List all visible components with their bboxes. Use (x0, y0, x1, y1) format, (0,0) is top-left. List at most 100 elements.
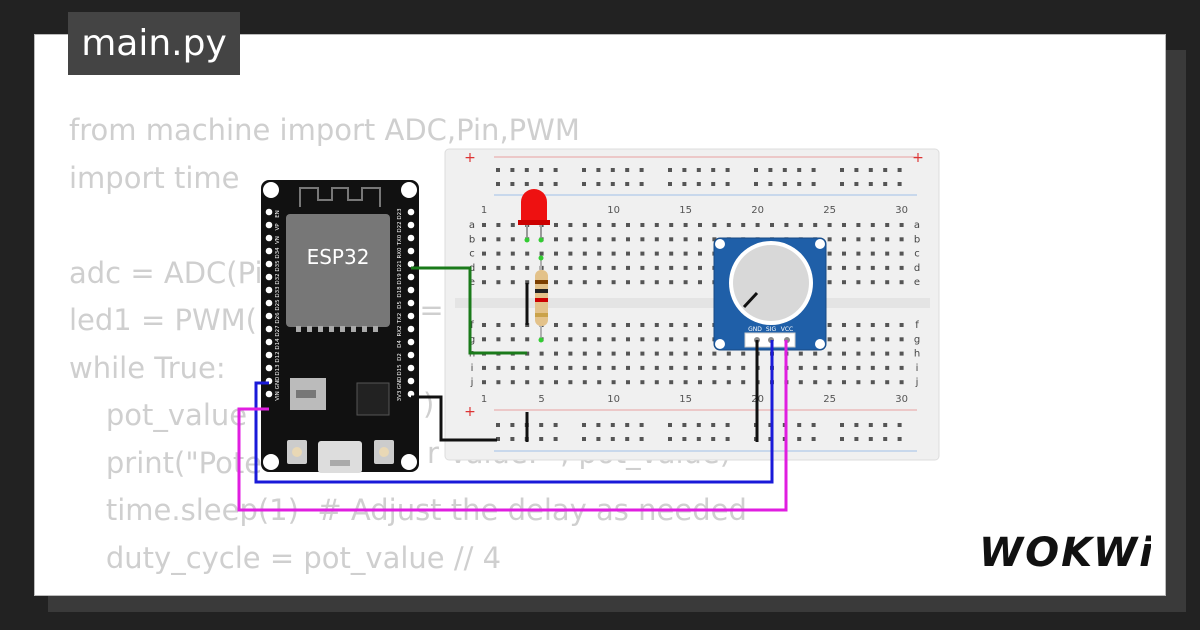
esp32-pin-label: D19 (397, 273, 403, 285)
code-line[interactable]: pot_value (69, 398, 248, 432)
usb-chip (356, 382, 390, 416)
esp32-pin-label: RX0 (397, 247, 403, 259)
esp32-pin-label: D2 (397, 353, 403, 361)
esp32-pin[interactable] (407, 338, 415, 346)
wire-green (411, 266, 527, 355)
usb-port-icon (318, 441, 362, 473)
esp32-pin[interactable] (407, 299, 415, 307)
row-label-left: g (469, 334, 475, 345)
esp32-pin-label: RX2 (397, 325, 403, 336)
code-line[interactable]: led1 = PWM( (69, 303, 257, 337)
plus-sign-top-left: + (464, 150, 476, 166)
knob-indicator (742, 291, 759, 309)
esp32-pin[interactable] (265, 221, 273, 229)
esp32-pin-label: VIN (275, 391, 281, 401)
esp32-pin[interactable] (407, 312, 415, 320)
code-line[interactable]: print("Pote (69, 445, 263, 480)
breadboard[interactable]: + + + 115510101515202025253030aabbccddee… (444, 148, 940, 461)
esp32-pin[interactable] (265, 234, 273, 242)
column-number-bottom: 1 (481, 394, 487, 405)
esp32-pin-label: D34 (275, 247, 281, 259)
column-number-top: 20 (751, 205, 764, 216)
esp32-pin[interactable] (407, 286, 415, 294)
esp32-pin[interactable] (407, 221, 415, 229)
code-block: from machine import ADC,Pin,PWM import ti… (69, 107, 747, 582)
esp32-pin[interactable] (407, 377, 415, 385)
code-line[interactable]: time.sleep(1) # Adjust the delay as need… (69, 493, 747, 527)
esp32-pin[interactable] (265, 390, 273, 398)
wires[interactable] (237, 266, 788, 512)
esp32-board[interactable]: ESP32 ENVPVND34D35D32D33D25D26D27D14D12D… (261, 180, 419, 473)
esp32-pin[interactable] (265, 208, 273, 216)
esp32-pin[interactable] (265, 286, 273, 294)
esp32-pin[interactable] (265, 364, 273, 372)
pot-pin-sig: SIG (766, 326, 777, 333)
esp32-pin[interactable] (407, 247, 415, 255)
esp32-pin[interactable] (407, 351, 415, 359)
row-label-right: d (914, 263, 920, 274)
esp32-pin[interactable] (407, 325, 415, 333)
esp32-pin-label: D21 (397, 260, 403, 271)
esp32-pin[interactable] (407, 273, 415, 281)
esp32-pin-label: D13 (275, 364, 281, 376)
esp32-pin-label: D33 (275, 286, 281, 298)
row-label-left: e (469, 277, 475, 288)
code-line[interactable]: adc = ADC(Pi (69, 255, 263, 290)
esp32-pin-label: D5 (397, 301, 403, 309)
row-label-right: a (914, 220, 920, 231)
code-line[interactable]: duty_cycle = pot_value // 4 (69, 540, 502, 575)
row-label-right: h (914, 349, 920, 360)
row-label-left: b (469, 234, 475, 245)
row-label-right: i (916, 363, 919, 374)
esp32-pin-label: D25 (275, 299, 281, 311)
esp32-pin-label: TX2 (397, 313, 403, 325)
column-number-bottom: 15 (679, 394, 692, 405)
resistor[interactable] (535, 255, 548, 343)
esp32-pin[interactable] (265, 247, 273, 255)
pot-pin-gnd: GND (748, 326, 762, 333)
column-number-bottom: 10 (607, 394, 620, 405)
red-led[interactable] (518, 189, 550, 243)
esp32-pin-label: D32 (275, 273, 281, 284)
esp32-pin-label: D26 (275, 312, 281, 324)
esp32-pin-label: D27 (275, 325, 281, 337)
esp32-pin[interactable] (265, 260, 273, 268)
wokwi-logo-text: WOKWi (979, 530, 1151, 576)
potentiometer[interactable]: GND SIG VCC (713, 237, 827, 351)
esp32-pin-label: D15 (397, 364, 403, 376)
esp32-pin-label: VP (275, 223, 281, 231)
pot-pin-vcc: VCC (781, 326, 793, 333)
esp32-pin-label: GND (275, 377, 281, 390)
row-label-left: d (469, 263, 475, 274)
esp32-pin[interactable] (265, 312, 273, 320)
file-tab-main-py[interactable]: main.py (68, 12, 240, 75)
esp32-pin[interactable] (407, 208, 415, 216)
esp32-pin[interactable] (407, 364, 415, 372)
esp32-pin[interactable] (265, 299, 273, 307)
code-line[interactable]: while True: (69, 350, 226, 385)
esp32-pin-label: D22 (397, 221, 403, 232)
row-label-left: c (469, 249, 475, 260)
esp32-pin[interactable] (265, 351, 273, 359)
column-number-bottom: 30 (895, 394, 908, 405)
esp32-pin-label: D23 (397, 208, 403, 220)
code-line[interactable]: from machine import ADC,Pin,PWM (69, 113, 580, 147)
row-label-right: c (914, 249, 920, 260)
esp32-pin-label: TX0 (397, 234, 403, 246)
row-label-right: g (914, 334, 920, 345)
row-label-left: a (469, 220, 475, 231)
esp32-pin[interactable] (265, 273, 273, 281)
code-line[interactable]: import time (69, 160, 240, 195)
row-label-left: f (470, 320, 474, 331)
esp32-pin-label: 3V3 (397, 390, 403, 401)
column-number-top: 30 (895, 205, 908, 216)
plus-sign-bottom-left: + (464, 404, 476, 420)
row-label-right: e (914, 277, 920, 288)
code-fragment: ) (423, 387, 435, 421)
esp32-pin[interactable] (265, 338, 273, 346)
esp32-pin[interactable] (407, 234, 415, 242)
esp32-pin[interactable] (407, 260, 415, 268)
row-label-right: j (915, 377, 919, 388)
esp32-pin[interactable] (265, 325, 273, 333)
